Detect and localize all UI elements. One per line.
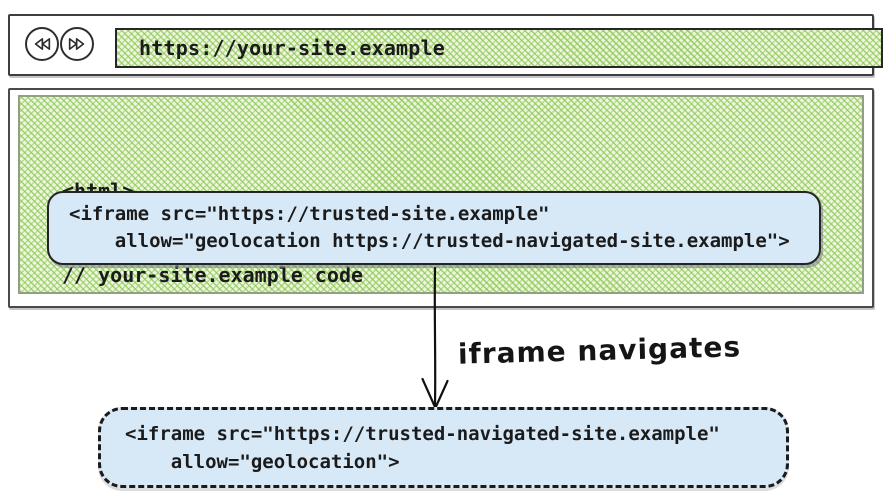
forward-button[interactable]	[60, 27, 94, 61]
arrow-label: iframe navigates	[457, 330, 742, 371]
browser-viewport: <html> // your-site.example code <iframe…	[8, 88, 874, 308]
iframe-embed-line2: allow="geolocation https://trusted-navig…	[69, 230, 790, 252]
iframe-embed-line1: <iframe src="https://trusted-site.exampl…	[69, 203, 550, 225]
iframe-navigated-box: <iframe src="https://trusted-navigated-s…	[98, 407, 789, 488]
url-text: https://your-site.example	[139, 36, 446, 60]
browser-toolbar: https://your-site.example	[8, 14, 883, 76]
navigation-arrow	[421, 266, 449, 409]
fast-forward-icon	[66, 33, 88, 55]
host-code-line2: // your-site.example code	[62, 263, 364, 287]
rewind-icon	[31, 33, 53, 55]
iframe-navigated-line2: allow="geolocation">	[125, 450, 400, 473]
iframe-embed-box: <iframe src="https://trusted-site.exampl…	[47, 191, 821, 265]
back-button[interactable]	[25, 27, 59, 61]
host-page: <html> // your-site.example code <iframe…	[18, 95, 864, 294]
url-bar[interactable]: https://your-site.example	[115, 28, 883, 68]
iframe-navigated-line1: <iframe src="https://trusted-navigated-s…	[125, 422, 720, 445]
